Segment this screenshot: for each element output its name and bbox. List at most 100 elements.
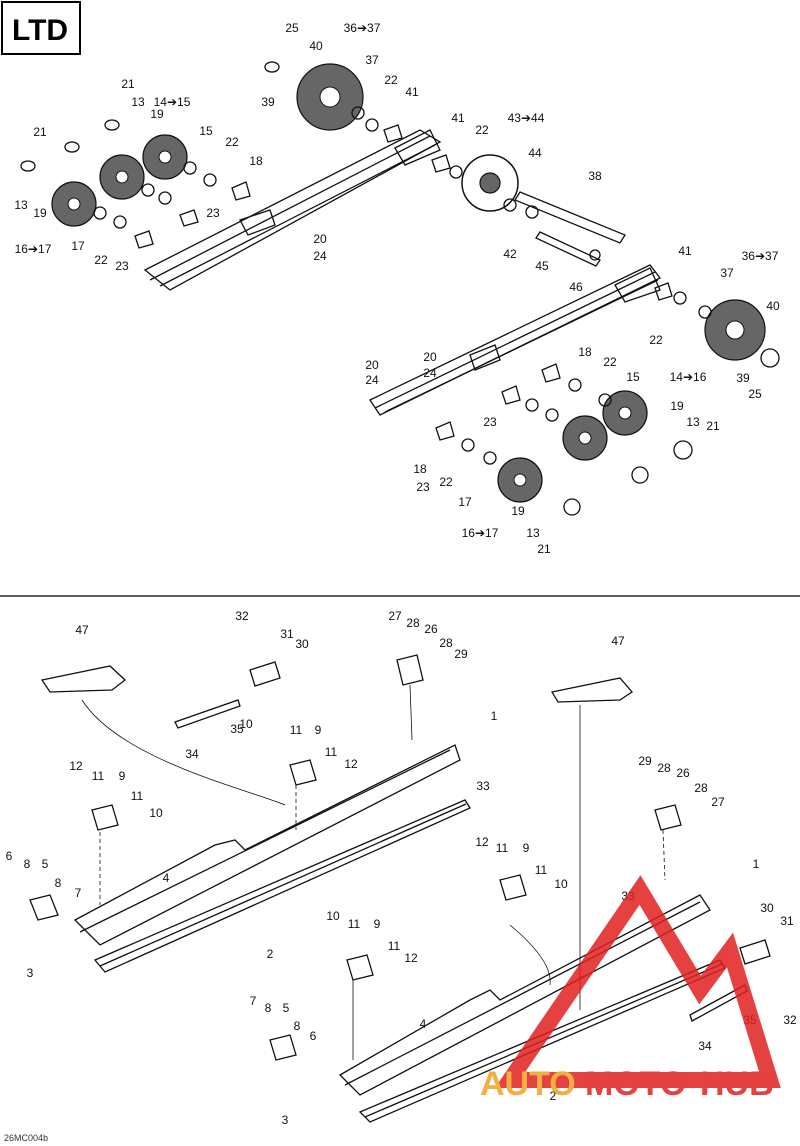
callout-label: 12 — [69, 759, 83, 773]
callout-label: 37 — [365, 53, 379, 67]
wheel-43 — [461, 154, 519, 212]
title-box — [1, 1, 81, 55]
callout-label: 41 — [678, 244, 692, 258]
callout-label: 20 — [423, 350, 437, 364]
callout-label: 21 — [537, 542, 551, 556]
callout-label: 2 — [550, 1089, 557, 1103]
callout-label: 11 — [496, 841, 509, 855]
callout-label: 24 — [423, 366, 437, 380]
callout-label: 28 — [657, 761, 671, 775]
upper-left-rail — [143, 129, 442, 291]
callout-label: 36➔37 — [742, 249, 779, 263]
callout-label: 19 — [150, 107, 164, 121]
callout-label: 10 — [554, 877, 568, 891]
callout-label: 24 — [365, 373, 379, 387]
callout-label: 10 — [326, 909, 340, 923]
callout-label: 15 — [199, 124, 213, 138]
handle-47-left — [40, 665, 127, 693]
callout-label: 25 — [285, 21, 299, 35]
callout-label: 12 — [404, 951, 418, 965]
callout-label: 13 — [526, 526, 540, 540]
callout-label: 22 — [439, 475, 453, 489]
callout-label: 11 — [131, 789, 144, 803]
callout-label: 32 — [235, 609, 249, 623]
callout-label: 30 — [295, 637, 309, 651]
callout-label: 17 — [71, 239, 85, 253]
callout-label: 26 — [424, 622, 438, 636]
callout-label: 28 — [694, 781, 708, 795]
callout-label: 31 — [280, 627, 294, 641]
callout-label: 11 — [348, 917, 361, 931]
wheel-36-top — [296, 63, 364, 131]
callout-label: 9 — [119, 769, 126, 783]
callout-label: 8 — [294, 1019, 301, 1033]
callout-label: 6 — [310, 1029, 317, 1043]
callout-label: 34 — [698, 1039, 712, 1053]
callout-label: 31 — [780, 914, 794, 928]
callout-label: 23 — [115, 259, 129, 273]
callout-label: 47 — [611, 634, 625, 648]
callout-label: 38 — [588, 169, 602, 183]
leader-lines — [81, 684, 666, 1060]
callout-label: 11 — [388, 939, 401, 953]
callout-label: 23 — [416, 480, 430, 494]
callout-label: 11 — [290, 723, 303, 737]
callout-label: 1 — [753, 857, 760, 871]
callout-label: 8 — [265, 1001, 272, 1015]
wheel-19-top — [99, 154, 145, 200]
callout-label: 29 — [638, 754, 652, 768]
callout-label: 5 — [42, 857, 49, 871]
callout-label: 17 — [458, 495, 472, 509]
callout-label: 16➔17 — [462, 526, 499, 540]
watermark-text-moto: MOTO — [585, 1065, 686, 1103]
wheel-14-top — [142, 134, 188, 180]
callout-label: 22 — [475, 123, 489, 137]
callout-label: 28 — [439, 636, 453, 650]
callout-label: 44 — [528, 146, 542, 160]
callout-label: 19 — [33, 206, 47, 220]
callout-label: 22 — [384, 73, 398, 87]
callout-label: 21 — [121, 77, 135, 91]
watermark-triangle-icon — [494, 875, 781, 1088]
small-parts-top — [20, 61, 780, 516]
wheel-14-right — [602, 390, 648, 436]
wheel-19-right — [562, 415, 608, 461]
callout-label: 1 — [491, 709, 498, 723]
lower-brackets — [29, 654, 771, 1061]
callout-label: 4 — [420, 1017, 427, 1031]
callout-label: 7 — [250, 994, 257, 1008]
callout-label: 26 — [676, 766, 690, 780]
callout-label: 22 — [94, 253, 108, 267]
callout-label: 27 — [388, 609, 402, 623]
callout-label: 30 — [760, 901, 774, 915]
wheel-36-right — [704, 299, 766, 361]
callout-label: 37 — [720, 266, 734, 280]
callout-label: 5 — [283, 1001, 290, 1015]
callout-label: 22 — [649, 333, 663, 347]
callout-label: 42 — [503, 247, 517, 261]
callout-label: 12 — [475, 835, 489, 849]
callout-label: 13 — [686, 415, 700, 429]
callout-label: 6 — [6, 849, 13, 863]
lower-left-rail — [73, 744, 471, 973]
callout-label: 29 — [454, 647, 468, 661]
callout-label: 23 — [483, 415, 497, 429]
callout-label: 36➔37 — [344, 21, 381, 35]
handle-47-right — [550, 677, 633, 703]
callout-label: 3 — [282, 1113, 289, 1127]
callout-label: 9 — [523, 841, 530, 855]
callout-label: 45 — [535, 259, 549, 273]
callout-label: 39 — [261, 95, 275, 109]
callout-label: 25 — [748, 387, 762, 401]
callout-label: 14➔16 — [670, 370, 707, 384]
callout-label: 22 — [603, 355, 617, 369]
watermark-text-auto: AUTO — [480, 1065, 576, 1103]
callout-label: 19 — [670, 399, 684, 413]
upper-right-rail — [369, 264, 662, 416]
callout-label: 21 — [706, 419, 720, 433]
callout-label: 34 — [185, 747, 199, 761]
drawing-code: 26MC004b — [4, 1133, 48, 1143]
callout-label: 8 — [55, 876, 62, 890]
callout-label: 2 — [267, 947, 274, 961]
